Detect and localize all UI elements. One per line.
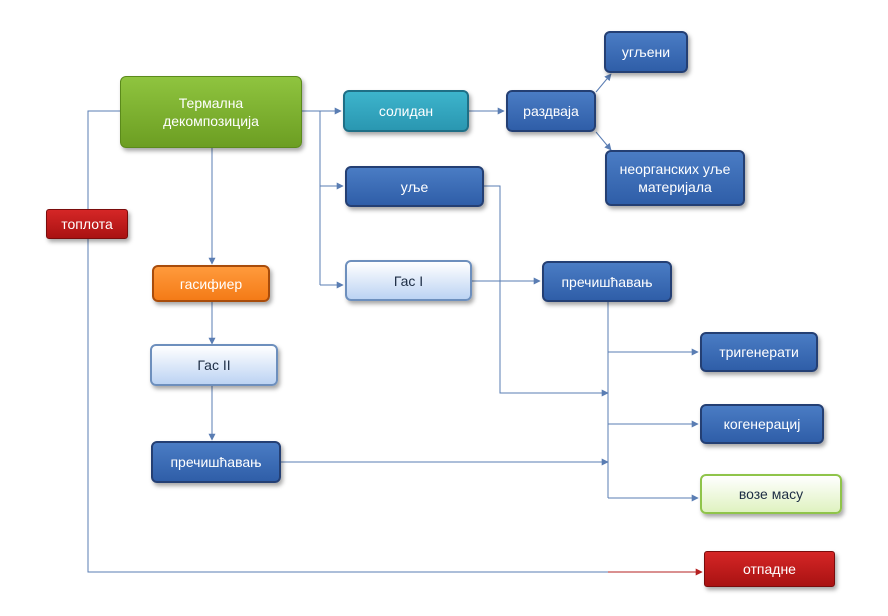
coals-node: угљени	[604, 31, 688, 73]
vehicles-node: возе масу	[700, 474, 842, 514]
separates-to-coals-connector	[595, 73, 612, 93]
cogeneration-node: когенерациј	[700, 404, 824, 444]
trigeneration-node: тригенерати	[700, 332, 818, 372]
oil-node: уље	[345, 166, 484, 207]
oil-to-bus-connector	[484, 185, 609, 397]
purification-2-node: пречишћавањ	[151, 441, 281, 483]
purification-1-node: пречишћавањ	[542, 261, 672, 302]
inorganic-oil-materials-node: неорганских уље материјала	[605, 150, 745, 206]
separates-node: раздваја	[506, 90, 596, 132]
heat-node: топлота	[46, 209, 128, 239]
waste-node: отпадне	[704, 551, 835, 587]
gas-2-node: Гас II	[150, 344, 278, 386]
heat-loop-connector	[87, 110, 608, 573]
gasifier-node: гасифиер	[152, 265, 270, 302]
solid-node: солидан	[343, 90, 469, 132]
gas-1-node: Гас I	[345, 260, 472, 301]
thermal-decomposition-node: Термална декомпозиција	[120, 76, 302, 148]
separates-to-inorganic-connector	[595, 131, 612, 151]
